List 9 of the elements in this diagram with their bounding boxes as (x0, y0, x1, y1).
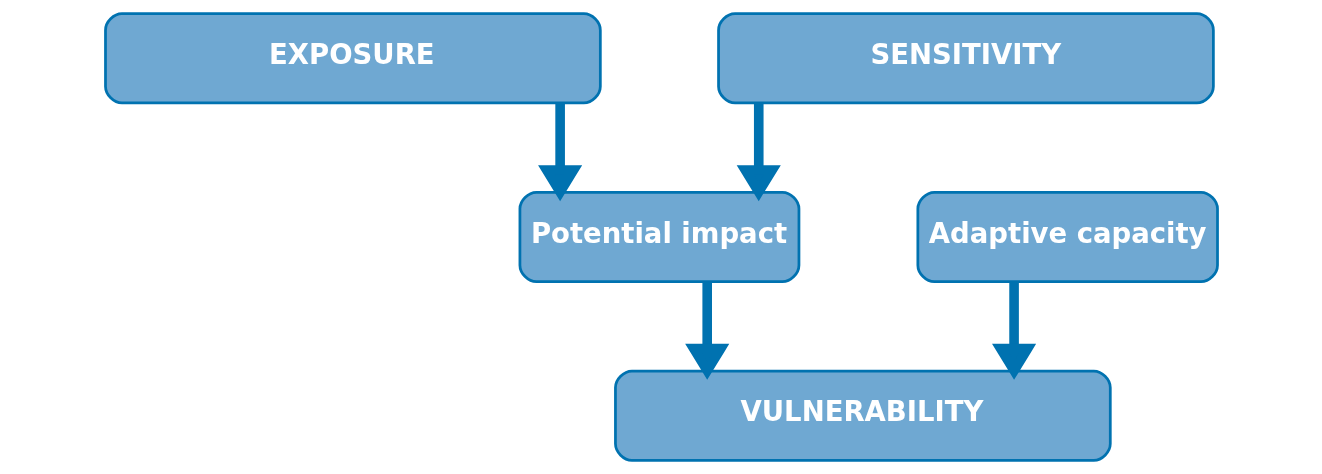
arrow (684, 282, 729, 380)
arrow (537, 103, 582, 202)
node-box: Adaptive capacity (915, 190, 1219, 284)
node-box: EXPOSURE (103, 12, 602, 105)
node-box: SENSITIVITY (716, 12, 1215, 105)
node-box: Potential impact (518, 190, 800, 284)
arrow (736, 103, 781, 202)
node-box: VULNERABILITY (613, 369, 1112, 462)
arrow (991, 282, 1036, 380)
